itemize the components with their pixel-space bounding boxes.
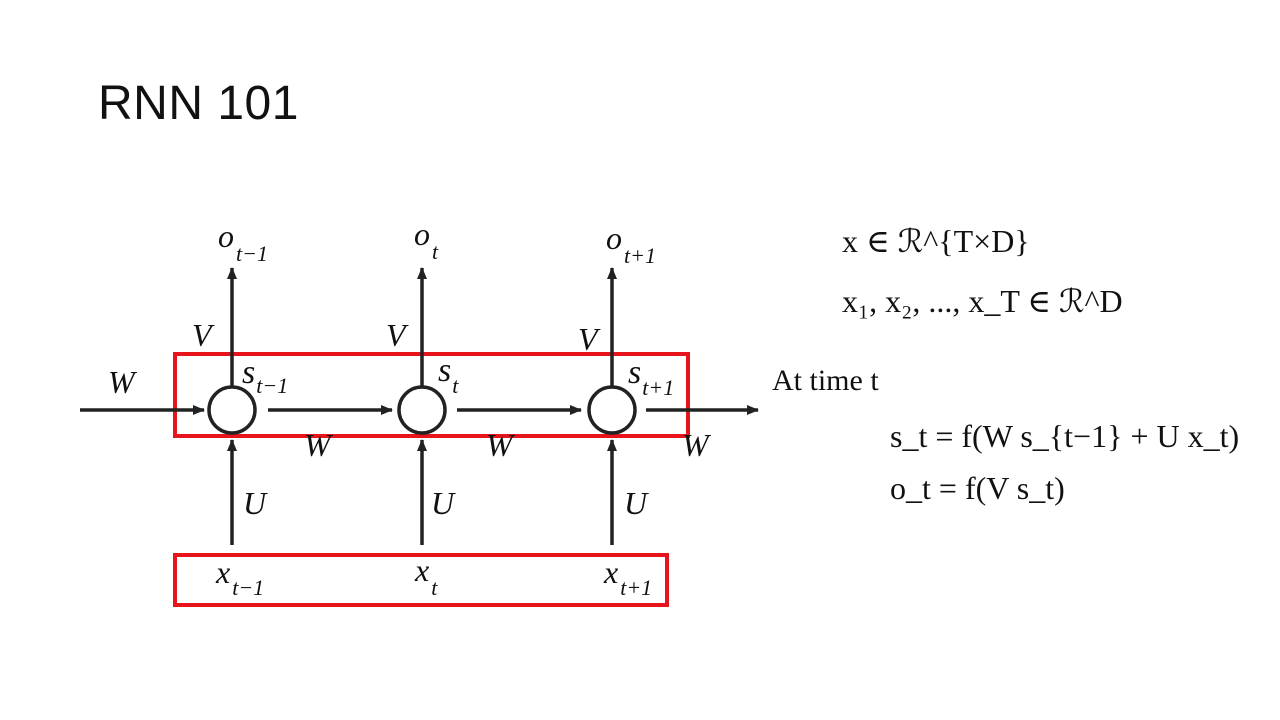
state-label-3: st+1 — [628, 354, 674, 400]
state-node-2 — [397, 385, 447, 435]
output-label-1: ot−1 — [218, 218, 268, 266]
weight-v-label-2: V — [386, 317, 409, 353]
state-node-1 — [207, 385, 257, 435]
output-label-3: ot+1 — [606, 220, 656, 268]
state-label-1: st−1 — [242, 354, 288, 398]
hidden-state-highlight-box — [173, 352, 690, 438]
equation-state-update: s_t = f(W s_{t−1} + U x_t) — [890, 418, 1240, 454]
weight-v-label-1: V — [192, 317, 215, 353]
equation-input-shape: x ∈ ℛ^{T×D} — [842, 223, 1030, 259]
input-label-1: xt−1 — [215, 554, 264, 600]
state-node-3 — [587, 385, 637, 435]
equation-output: o_t = f(V s_t) — [890, 470, 1065, 506]
weight-u-label-3: U — [624, 485, 649, 521]
weight-w-label-1: W — [304, 427, 334, 463]
slide-title: RNN 101 — [98, 77, 299, 130]
equation-sequence: x₁, x₂, ..., x_T ∈ ℛ^D — [842, 283, 1123, 319]
input-label-3: xt+1 — [603, 554, 652, 600]
weight-w-label-in: W — [108, 364, 138, 400]
state-label-2: st — [438, 352, 459, 398]
input-highlight-box — [173, 553, 669, 607]
weight-u-label-2: U — [431, 485, 456, 521]
weight-u-label-1: U — [243, 485, 268, 521]
weight-w-label-2: W — [486, 427, 516, 463]
output-label-2: ot — [414, 216, 439, 264]
input-label-2: xt — [414, 552, 438, 600]
weight-v-label-3: V — [578, 321, 601, 357]
at-time-text: At time t — [772, 364, 879, 397]
weight-w-label-out: W — [682, 427, 712, 463]
